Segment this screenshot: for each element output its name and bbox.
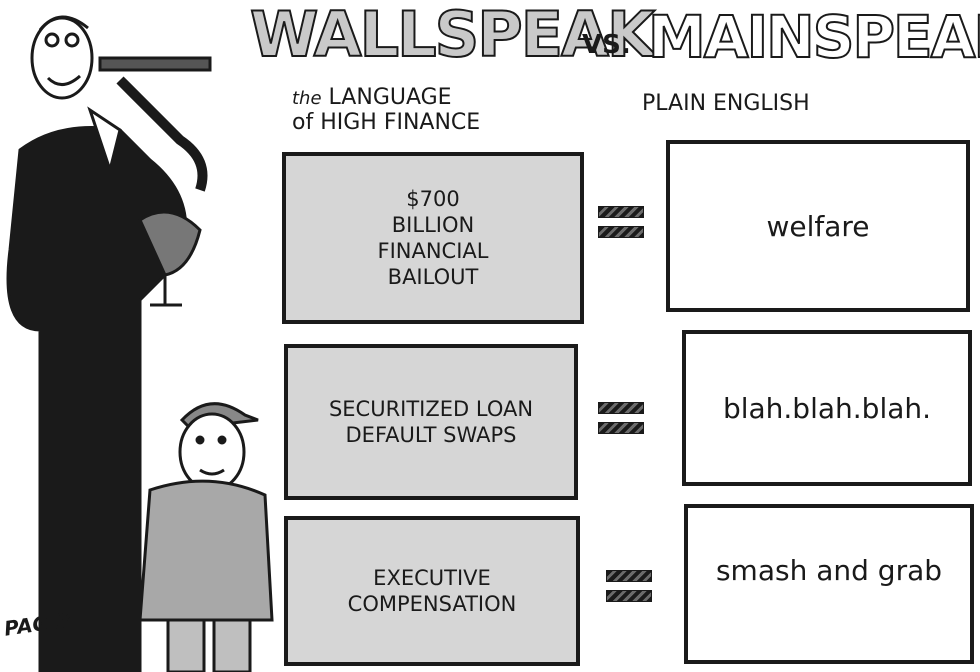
subtitle-language: LANGUAGE	[328, 85, 452, 110]
wallspeak-box-2: SECURITIZED LOAN DEFAULT SWAPS	[284, 344, 578, 500]
cigar-icon	[98, 56, 212, 72]
equals-sign-1	[598, 206, 644, 246]
wall-2-line-2: DEFAULT SWAPS	[345, 423, 517, 447]
subtitle-high-finance: of HIGH FINANCE	[292, 110, 481, 135]
equals-sign-2	[598, 402, 644, 442]
businessman-figure	[6, 15, 212, 672]
mainspeak-title: MAINSPEAK	[647, 3, 980, 71]
mainspeak-box-1: welfare	[666, 140, 970, 312]
main-2-text: blah.blah.blah.	[722, 391, 932, 425]
wall-1-line-2: BILLION	[391, 213, 475, 237]
wall-2-line-1: SECURITIZED LOAN	[328, 397, 534, 421]
vs-label: VS.	[582, 30, 631, 60]
main-1-text: welfare	[766, 209, 870, 243]
wallspeak-title: WALLSPEAK	[249, 0, 656, 71]
wallspeak-subtitle: the LANGUAGE of HIGH FINANCE	[292, 86, 552, 135]
mainspeak-box-2: blah.blah.blah.	[682, 330, 972, 486]
mainspeak-box-3: smash and grab	[684, 504, 974, 664]
equals-sign-3	[606, 570, 652, 610]
wall-1-line-1: $700	[406, 187, 460, 211]
wallspeak-box-3: EXECUTIVE COMPENSATION	[284, 516, 580, 666]
mainspeak-subtitle: PLAIN ENGLISH	[642, 91, 810, 116]
wallspeak-box-1: $700 BILLION FINANCIAL BAILOUT	[282, 152, 584, 324]
wall-1-line-4: BAILOUT	[387, 265, 479, 289]
subtitle-the: the	[292, 88, 322, 109]
wall-1-line-3: FINANCIAL	[377, 239, 489, 263]
wall-3-line-2: COMPENSATION	[347, 592, 517, 616]
worker-figure	[138, 402, 274, 672]
main-3-text: smash and grab	[715, 554, 943, 587]
wall-3-line-1: EXECUTIVE	[373, 566, 491, 590]
